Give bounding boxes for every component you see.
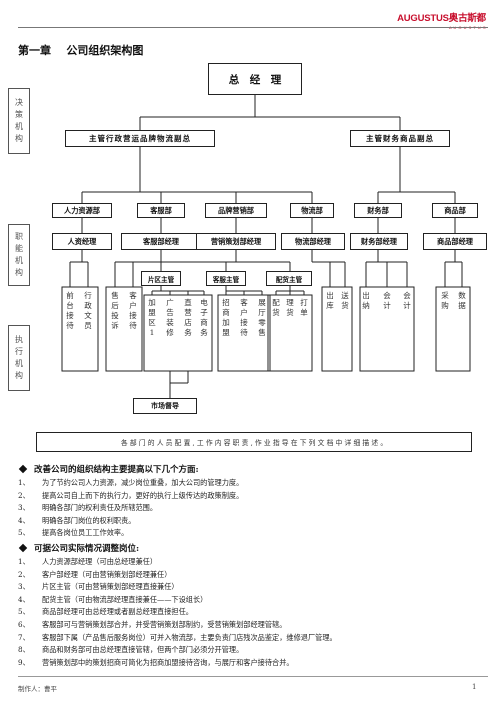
list-item: 6、客服部可与营销策划部合并，并受营销策划部制约，受营销策划部经理管辖。 [18,619,287,629]
org-footnote-box: 各 部 门 的 人 员 配 置 , 工 作 内 容 职 责 , 作 业 指 导 … [36,432,472,452]
mgr-cs: 客服部经理 [121,233,201,250]
gm-box: 总 经 理 [208,63,302,95]
supervisor-area: 片区主管 [141,271,181,286]
dept-hr: 人力资源部 [52,203,112,218]
vp-ops-label: 主管行政营运品牌物流副总 [89,134,191,143]
side-label-function: 职 能 机 构 [15,232,23,277]
role-ad-decor: 广告装修 [166,298,174,337]
diamond-bullet-icon [18,543,28,553]
page-number: 1 [472,683,477,691]
dept-brand: 品牌营销部 [205,203,267,218]
role-order-print: 打单 [300,298,308,317]
diamond-bullet-icon [18,464,28,474]
section1-list: 1、为了节约公司人力资源，减少岗位重叠，加大公司的管理力度。 2、提高公司自上而… [18,477,243,540]
role-accountant-2: 会计 [403,291,411,310]
market-supervisor-box: 市场督导 [133,398,197,414]
role-aftersales: 售后投诉 [111,291,119,330]
role-admin-clerk: 行政文员 [84,291,92,330]
role-purchasing: 采购 [441,291,449,310]
vp-ops-box: 主管行政营运品牌物流副总 [65,130,215,147]
section1-heading: 改善公司的组织结构主要提高以下几个方面: [18,463,199,475]
role-showroom-retail: 展厅零售 [258,298,266,337]
gm-label: 总 经 理 [228,73,282,86]
list-item: 2、提高公司自上而下的执行力，更好的执行上级传达的政策制度。 [18,490,244,500]
supervisor-cs: 客服主管 [206,271,246,286]
role-ecommerce: 电子商务 [200,298,208,337]
side-label-exec: 执 行 机 构 [15,335,23,380]
list-item: 9、营销策划部中的策划招商可简化为招商加盟接待咨询，与展厅和客户接待合并。 [18,657,294,667]
section2-list: 1、人力资源部经理（可由总经理兼任） 2、客户部经理（可由营销策划部经理兼任） … [18,556,337,669]
role-franchise-recruit: 招商加盟 [222,298,230,337]
dept-cs: 客服部 [137,203,185,218]
dept-logistics: 物流部 [290,203,334,218]
page-title: 第一章 公司组织架构图 [18,44,144,57]
role-cashier: 出纳 [362,291,370,310]
role-data: 数据 [458,291,466,310]
vp-fin-label: 主管财务商品副总 [366,134,434,143]
mgr-hr: 人资经理 [52,233,112,250]
side-box-decision: 决 策 机 构 [8,88,30,154]
mgr-logistics: 物流部经理 [281,233,345,250]
header-rule [18,27,488,28]
dept-goods: 商品部 [432,203,478,218]
side-label-decision: 决 策 机 构 [15,98,23,143]
section2-heading: 可据公司实际情况调整岗位: [18,542,139,554]
dept-finance: 财务部 [354,203,402,218]
supervisor-delivery: 配货主管 [266,271,312,286]
org-footnote: 各 部 门 的 人 员 配 置 , 工 作 内 容 职 责 , 作 业 指 导 … [120,439,388,447]
role-reception: 前台接待 [66,291,74,330]
mgr-finance: 财务部经理 [350,233,408,250]
role-direct-store: 直营店务 [184,298,192,337]
list-item: 1、人力资源部经理（可由总经理兼任） [18,557,158,566]
mgr-goods: 商品部经理 [423,233,487,250]
list-item: 7、客服部下属（产品售后服务岗位）可并入物流部，主要负责门店残次品鉴定，维修退厂… [18,632,337,642]
side-box-function: 职 能 机 构 [8,224,30,286]
list-item: 2、客户部经理（可由营销策划部经理兼任） [18,569,172,579]
vp-fin-box: 主管财务商品副总 [350,130,450,147]
role-customer-reception: 客户接待 [129,291,137,330]
role-accountant: 会计 [383,291,391,310]
role-delivery: 送货 [341,291,349,310]
list-item: 3、片区主管（可由营销策划部经理直接兼任） [18,582,179,592]
author-label: 制作人：曹平 [18,685,57,693]
role-customer-reception-2: 客户接待 [240,298,248,337]
list-item: 8、商品和财务部可由总经理直接管辖，但两个部门必须分开管理。 [18,645,244,655]
list-item: 4、配货主管（可由物流部经理直接兼任——下设组长） [18,594,208,604]
list-item: 1、为了节约公司人力资源，减少岗位重叠，加大公司的管理力度。 [18,478,244,487]
list-item: 4、明确各部门岗位的权利职责。 [18,515,136,525]
list-item: 5、商品部经理可由总经理或者副总经理直接担任。 [18,607,193,617]
mgr-marketing: 营销策划部经理 [196,233,276,250]
footer-rule [18,676,488,677]
list-item: 3、明确各部门的权利责任及所辖范围。 [18,503,158,513]
side-box-exec: 执 行 机 构 [8,325,30,391]
logo-text: AUGUSTUS奥古斯都 [397,13,486,24]
list-item: 5、提高各岗位员工工作效率。 [18,528,129,538]
role-sorting: 理货 [286,298,294,317]
role-distribution: 配货 [272,298,280,317]
role-outbound: 出库 [326,291,334,310]
